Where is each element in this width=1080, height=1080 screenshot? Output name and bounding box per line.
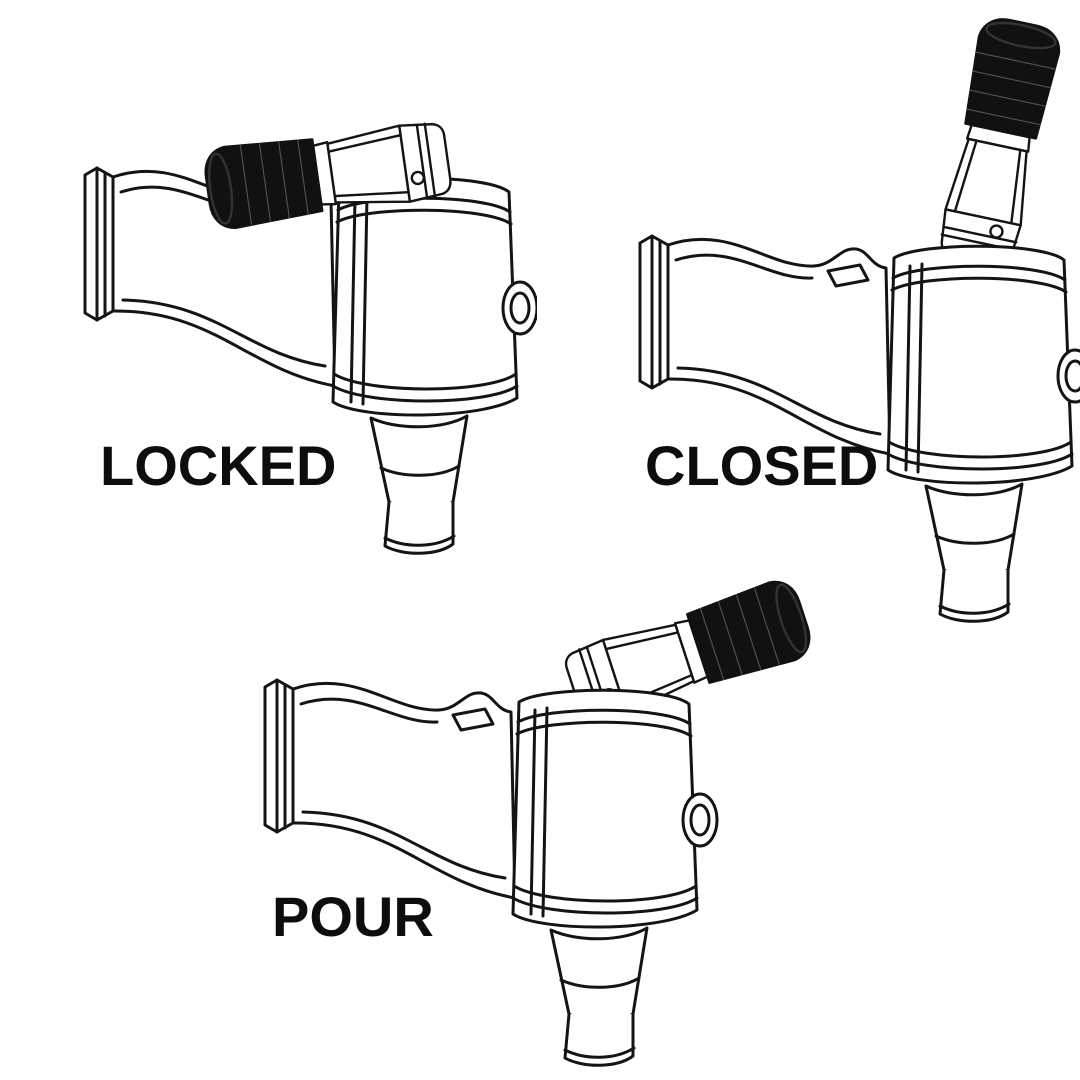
closed-label: CLOSED	[645, 434, 879, 497]
pour-spout-illustration	[263, 574, 818, 1067]
pour-label: POUR	[272, 885, 434, 948]
locked-label: LOCKED	[100, 434, 337, 497]
